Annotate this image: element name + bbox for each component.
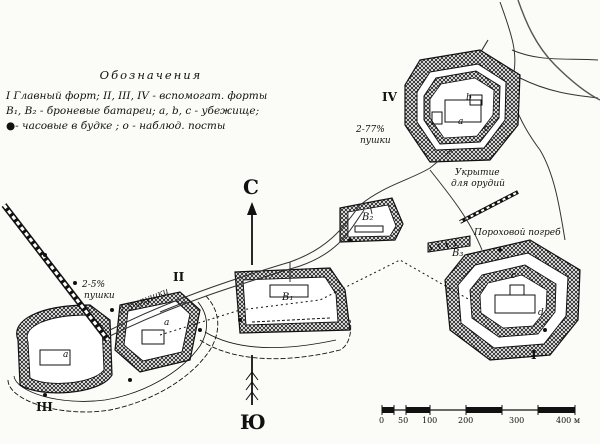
fort-iii (16, 304, 113, 394)
scale-tick-50: 50 (398, 416, 409, 425)
annotation-guns-iii-2: пушки (84, 291, 115, 301)
scale-tick-0: 0 (379, 416, 385, 425)
glacis-b1-inner (204, 331, 337, 348)
shelter-c-i: c (511, 271, 517, 281)
scale-tick-200: 200 (458, 416, 474, 425)
legend-line-forts: I Главный форт; II, III, IV - вспомогат.… (6, 90, 268, 102)
compass-south: Ю (240, 410, 266, 434)
road-to-i (429, 169, 483, 251)
railway (1, 203, 111, 342)
guard-posts (43, 238, 547, 397)
battery-b3 (427, 190, 519, 253)
label-fort-iii: III (36, 400, 53, 414)
label-fort-ii: II (173, 270, 185, 284)
annotation-guns-iii-1: 2-5% (82, 280, 106, 290)
fort-iv (404, 49, 521, 163)
label-b3: B₃ (452, 248, 464, 259)
label-b1: B₁ (282, 292, 294, 303)
annotation-gun-shelter-1: Укрытие (455, 168, 500, 178)
annotation-gun-shelter-2: для орудий (451, 179, 505, 189)
shelter-a-iv: a (458, 117, 464, 127)
road-east (511, 49, 599, 61)
annotation-guns-iv-2: пушки (360, 136, 391, 146)
road-east-2 (519, 77, 599, 99)
legend-line-batteries: B₁, B₂ - броневые батареи; a, b, c - убе… (6, 105, 260, 117)
glacis-outer (7, 294, 219, 413)
scale-bar (381, 405, 576, 415)
connecting-road (109, 149, 453, 331)
legend: Обозначения I Главный форт; II, III, IV … (6, 68, 306, 134)
battery-b1 (234, 267, 351, 334)
scale-tick-300: 300 (509, 416, 525, 425)
legend-line-posts: ●- часовые в будке ; о - наблюд. посты (6, 120, 226, 132)
scale-tick-400: 400 м (556, 416, 581, 425)
glacis-mid (13, 301, 207, 402)
fort-i (444, 239, 581, 361)
label-fort-iv: IV (382, 90, 397, 104)
scale-tick-100: 100 (422, 416, 438, 425)
shelter-a-ii: a (164, 318, 170, 328)
compass-north: С (243, 175, 259, 199)
label-b2: B₂ (362, 212, 374, 223)
observation-line (159, 259, 471, 336)
glacis-b1 (199, 319, 352, 360)
shelter-b-iv: b (466, 93, 472, 103)
river (517, 0, 600, 101)
connecting-road-2 (109, 209, 365, 337)
legend-title: Обозначения (99, 68, 203, 82)
annotation-guns-iv-1: 2-77% (356, 125, 385, 135)
annotation-powder-magazine: Пороховой погреб (474, 228, 561, 238)
shelter-d-i: d (538, 308, 544, 318)
compass-arrows (245, 202, 259, 405)
road-ii (159, 301, 186, 313)
label-fort-i: I (531, 348, 537, 362)
shelter-a-iii: a (63, 350, 69, 360)
shelter-c-iv: c (484, 124, 490, 134)
road-b2 (369, 204, 373, 215)
